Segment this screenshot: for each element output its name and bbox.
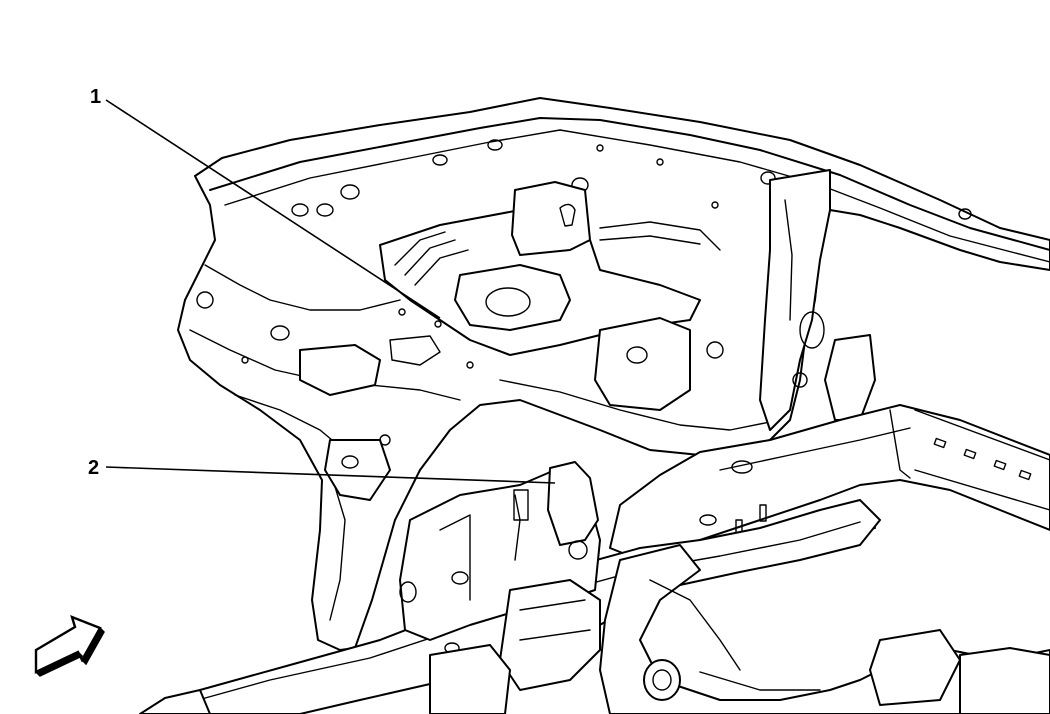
strut-mount — [379, 181, 721, 356]
upper-body-structure — [177, 97, 1050, 651]
left-shock-brackets — [299, 317, 724, 501]
callout-2: 2 — [88, 457, 556, 484]
front-direction-arrow-icon — [34, 614, 105, 677]
right-rail-bracket — [759, 169, 876, 431]
callout-2-leader — [105, 466, 556, 484]
callout-1-label: 1 — [90, 86, 101, 108]
callout-1-leader — [105, 99, 441, 319]
callout-1: 1 — [90, 86, 441, 319]
lower-suspension — [139, 544, 1050, 714]
body-fasteners — [241, 144, 719, 446]
callout-2-label: 2 — [88, 457, 99, 479]
rail-slots — [699, 437, 1032, 537]
